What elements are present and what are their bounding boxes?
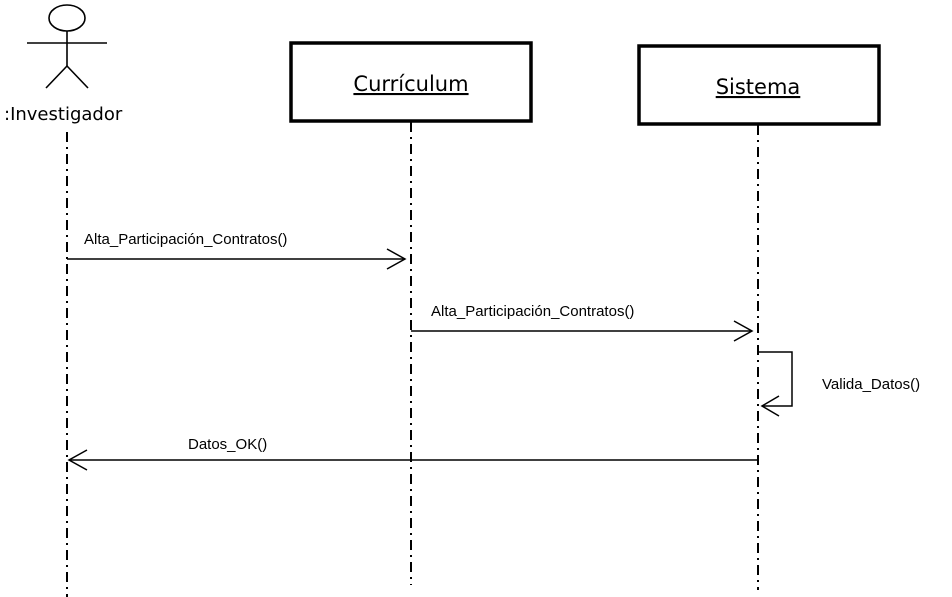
self-call-loop xyxy=(758,351,793,407)
message-label: Valida_Datos() xyxy=(822,376,920,393)
actor-stick-figure-icon xyxy=(27,4,107,89)
participant-box-curriculum xyxy=(289,41,533,123)
message-datos-ok: Datos_OK() xyxy=(67,436,758,471)
actor-label: :Investigador xyxy=(4,104,123,125)
message-alta-participacion-1: Alta_Participación_Contratos() xyxy=(67,231,407,270)
participant-label-sistema: Sistema xyxy=(716,75,801,99)
message-alta-participacion-2: Alta_Participación_Contratos() xyxy=(411,303,754,342)
message-label: Alta_Participación_Contratos() xyxy=(84,231,287,248)
participant-label-curriculum: Currículum xyxy=(353,72,468,96)
open-arrowhead-icon xyxy=(760,395,780,417)
open-arrowhead-icon xyxy=(386,248,407,270)
participant-curriculum: Currículum xyxy=(289,41,533,123)
participant-sistema: Sistema xyxy=(637,44,881,126)
open-arrowhead-icon xyxy=(67,449,88,471)
message-label: Datos_OK() xyxy=(188,436,267,453)
message-valida-datos: Valida_Datos() xyxy=(758,351,920,417)
message-label: Alta_Participación_Contratos() xyxy=(431,303,634,320)
open-arrowhead-icon xyxy=(733,320,754,342)
actor-investigador: :Investigador xyxy=(4,4,123,125)
participant-box-sistema xyxy=(637,44,881,126)
